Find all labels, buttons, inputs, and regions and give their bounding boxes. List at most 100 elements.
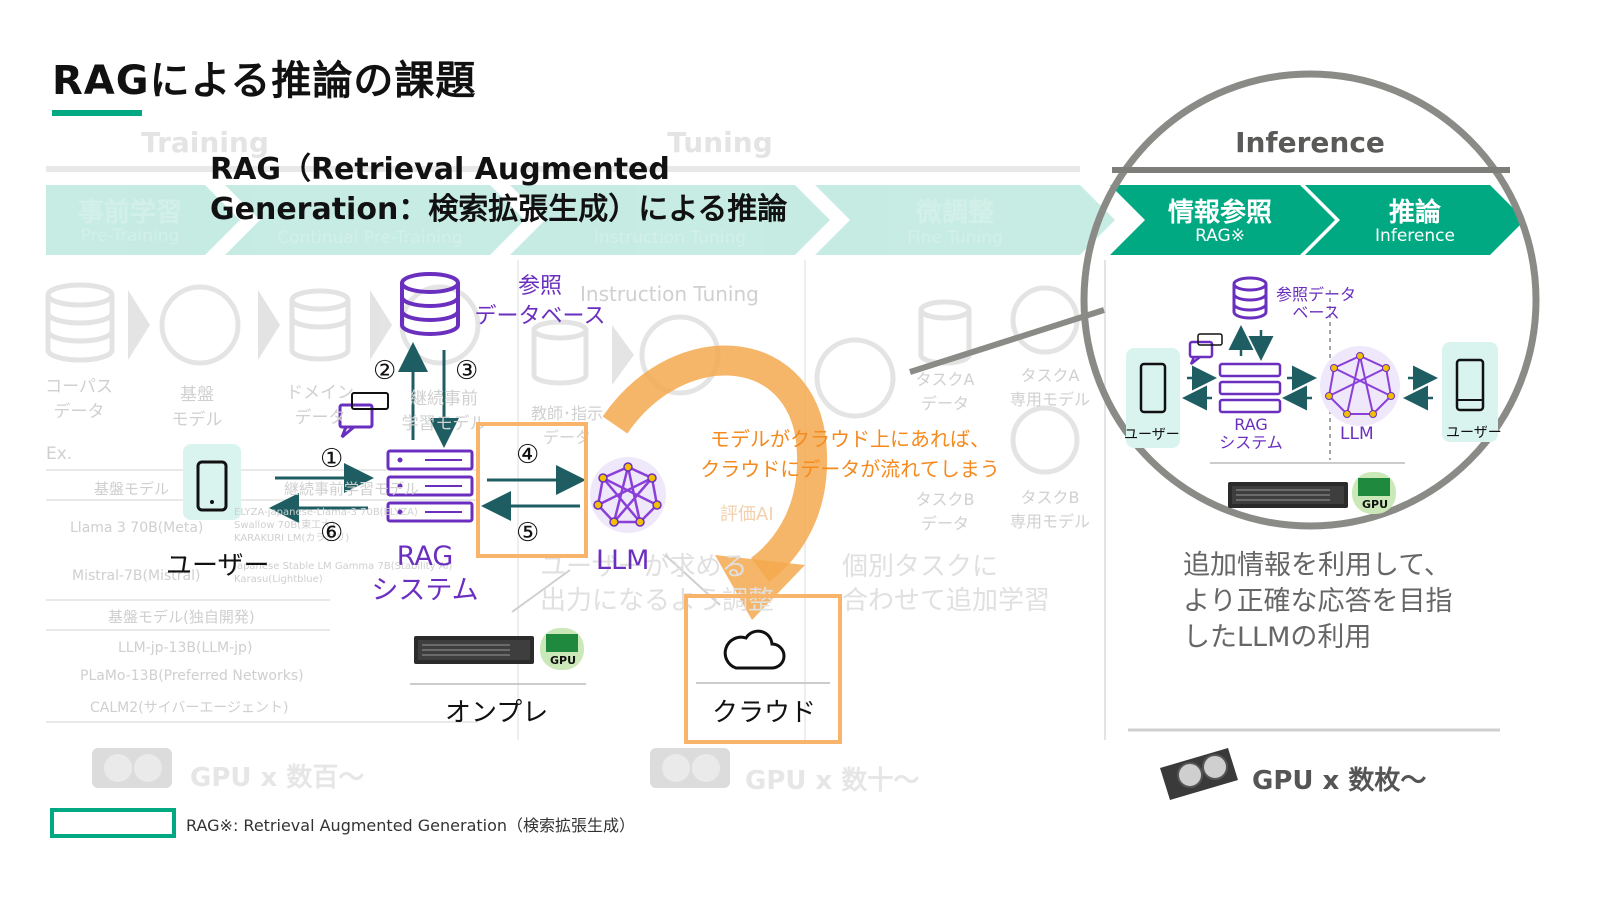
chevron-inference [1305,185,1525,255]
title-underline [52,110,142,116]
bg-gpu-hundreds: GPU x 数百～ [190,763,365,793]
ref-db-icon [400,272,460,336]
bg-domain-data: ドメイン データ [286,383,354,428]
page-title: RAGによる推論の課題 [52,58,477,104]
chevron-inference-label: 推論 [1388,198,1441,228]
bg-row4: PLaMo-13B(Preferred Networks) [80,668,304,684]
bg-row2b: Japanese Stable LM Gamma 7B(Stability AI… [234,561,453,585]
gpu-card-icon-faded2 [650,748,730,788]
chevron-instruction-sub: Instruction Tuning [593,228,747,248]
bg-finetune-desc: 個別タスクに 合わせて追加学習 [842,552,1051,616]
onprem-gpu-chip-label: GPU [550,654,577,667]
chevron-finetune-label: 微調整 [915,198,994,228]
zoom-user-left-phone [1139,362,1167,414]
pipeline-chevrons [46,185,1115,255]
gpu-card-icon-faded [92,748,172,788]
inference-description: 追加情報を利用して、 より正確な応答を目指 したLLMの利用 [1183,550,1453,653]
step-2: ② [373,356,397,386]
cloud-label: クラウド [712,698,817,728]
step-1: ① [320,444,344,474]
zoom-llm-icon [1320,346,1400,426]
cloud-icon [723,629,786,670]
chevron-continual [225,185,525,255]
step-6: ⑥ [320,518,344,548]
zoom-user-left-bg [1126,348,1180,448]
chevron-pretraining-label: 事前学習 [77,198,182,228]
step-5: ⑤ [516,518,540,548]
chat-icon [338,392,389,439]
zoom-user-right-phone [1455,358,1485,412]
zoom-gpu-chip-label: GPU [1362,498,1389,511]
chevron-inference-sub: Inference [1375,226,1455,246]
chevron-pretraining [46,185,240,255]
bg-table-header-cont: 継続事前学習モデル [284,480,420,498]
user-phone-icon [196,460,228,512]
zoom-rag-label: RAG システム [1219,415,1283,452]
chevron-pretraining-sub: Pre-Training [80,226,180,246]
stage-tuning: Tuning [667,126,773,159]
heading-line1: RAG（Retrieval Augmented [210,152,670,187]
chevron-instruction [510,185,830,255]
onprem-server-icon [414,628,584,670]
zoom-ref-db-label: 参照データ ベース [1275,285,1356,322]
cloud-warning-note: モデルがクラウド上にあれば、 クラウドにデータが流れてしまう [700,427,1000,481]
rag-system-label: RAG システム [371,541,479,606]
bg-corpus: コーパス データ [45,377,113,422]
bg-row2: Mistral-7B(Mistral) [72,568,201,584]
zoom-llm-label: LLM [1340,424,1374,444]
ref-db-label: 参照 データベース [474,274,606,329]
gpu-card-icon [1160,748,1238,800]
inference-gpu-label: GPU x 数枚～ [1252,766,1427,796]
zoom-db-icon [1232,276,1268,320]
tuning-bar [520,166,1080,172]
bg-table-header2: 基盤モデル(独自開発) [108,608,255,626]
bg-task-b-data: タスクB データ [915,490,975,533]
bg-row1b: ELYZA-japanese-Llama-3 70B(ELYZA) Swallo… [234,507,418,544]
step-3: ③ [455,356,479,386]
zoom-circle [1080,70,1540,530]
footer-accent-box [50,808,176,838]
section-heading: RAG（Retrieval Augmented Generation：検索拡張生… [210,150,787,230]
stage-training: Training [141,126,269,159]
zoom-rag-server [1218,362,1282,414]
bg-task-a-model: タスクA 専用モデル [1009,366,1090,409]
bg-row1: Llama 3 70B(Meta) [70,520,204,536]
bg-task-a-data: タスクA データ [915,370,975,413]
footer-note: RAG※: Retrieval Augmented Generation（検索拡… [186,816,636,835]
chevron-finetune [815,185,1115,255]
training-bar [46,166,486,172]
cloud-box [684,594,842,744]
bg-base-model: 基盤 モデル [171,385,223,430]
stage-inference: Inference [1235,126,1385,159]
bg-continual-model: 継続事前 学習モデル [401,389,487,434]
chevron-continual-sub: Continual Pre-Training [277,228,463,248]
user-label: ユーザー [166,551,270,581]
chevron-rag [1110,185,1335,255]
zoom-server-icon [1228,472,1396,514]
bg-gpu-tens: GPU x 数十～ [745,766,920,796]
bg-row5: CALM2(サイバーエージェント) [90,700,289,716]
zoom-chat-icon [1188,333,1223,365]
chevron-finetune-sub: Fine Tuning [907,228,1003,248]
bg-table-header1: 基盤モデル [94,480,170,498]
onprem-label: オンプレ [445,698,549,728]
llm-icon [590,457,666,533]
bg-task-b-model: タスクB 専用モデル [1009,488,1090,531]
step-4: ④ [516,440,540,470]
zoom-user-right-label: ユーザー [1446,425,1502,441]
cloud-flow-arrowhead [715,555,805,620]
chevron-rag-label: 情報参照 [1167,198,1272,228]
llm-exchange-box [476,422,588,558]
heading-line2: Generation：検索拡張生成）による推論 [210,192,788,227]
bg-teacher-data: 教師･指示 データ [530,404,603,447]
llm-label: LLM [596,545,650,576]
bg-ex: Ex. [46,444,73,464]
zoom-user-left-label: ユーザー [1124,427,1180,443]
bg-eval-ai: 評価AI [720,504,774,525]
chevron-rag-sub: RAG※ [1195,226,1245,246]
zoom-tail [909,307,1105,375]
faded-table [46,469,478,723]
bg-row3: LLM-jp-13B(LLM-jp) [118,640,253,656]
bg-instruction-tuning: Instruction Tuning [580,282,759,306]
